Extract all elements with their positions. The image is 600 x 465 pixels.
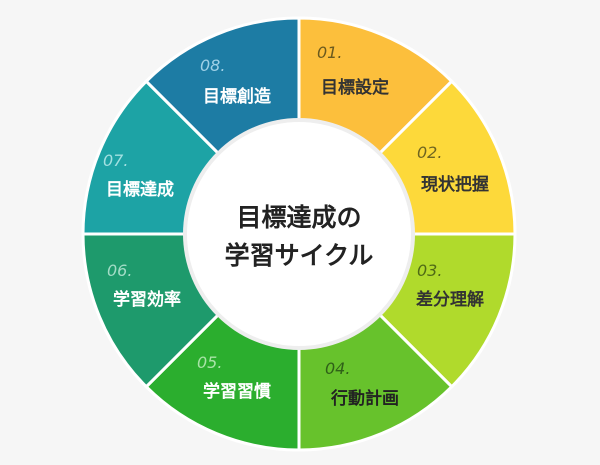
segment-label: 行動計画 (330, 388, 399, 409)
segment-number: 03. (417, 261, 442, 280)
segment-label: 目標創造 (203, 86, 272, 107)
center-title-line2: 学習サイクル (225, 241, 374, 270)
center-title-line1: 目標達成の (236, 203, 361, 232)
segment-number: 04. (325, 359, 350, 378)
segment-number: 05. (197, 353, 222, 372)
segment-label: 学習習慣 (203, 381, 271, 402)
segment-label: 差分理解 (416, 289, 484, 310)
center-circle-inner (187, 122, 411, 346)
segment-label: 現状把握 (421, 174, 489, 195)
segment-number: 02. (417, 143, 442, 162)
segment-number: 08. (200, 56, 225, 75)
segment-label: 目標設定 (321, 77, 389, 98)
segment-label: 学習効率 (113, 289, 181, 310)
segment-number: 07. (103, 151, 128, 170)
segment-number: 06. (107, 261, 132, 280)
segment-label: 目標達成 (106, 179, 174, 200)
segment-number: 01. (317, 43, 342, 62)
